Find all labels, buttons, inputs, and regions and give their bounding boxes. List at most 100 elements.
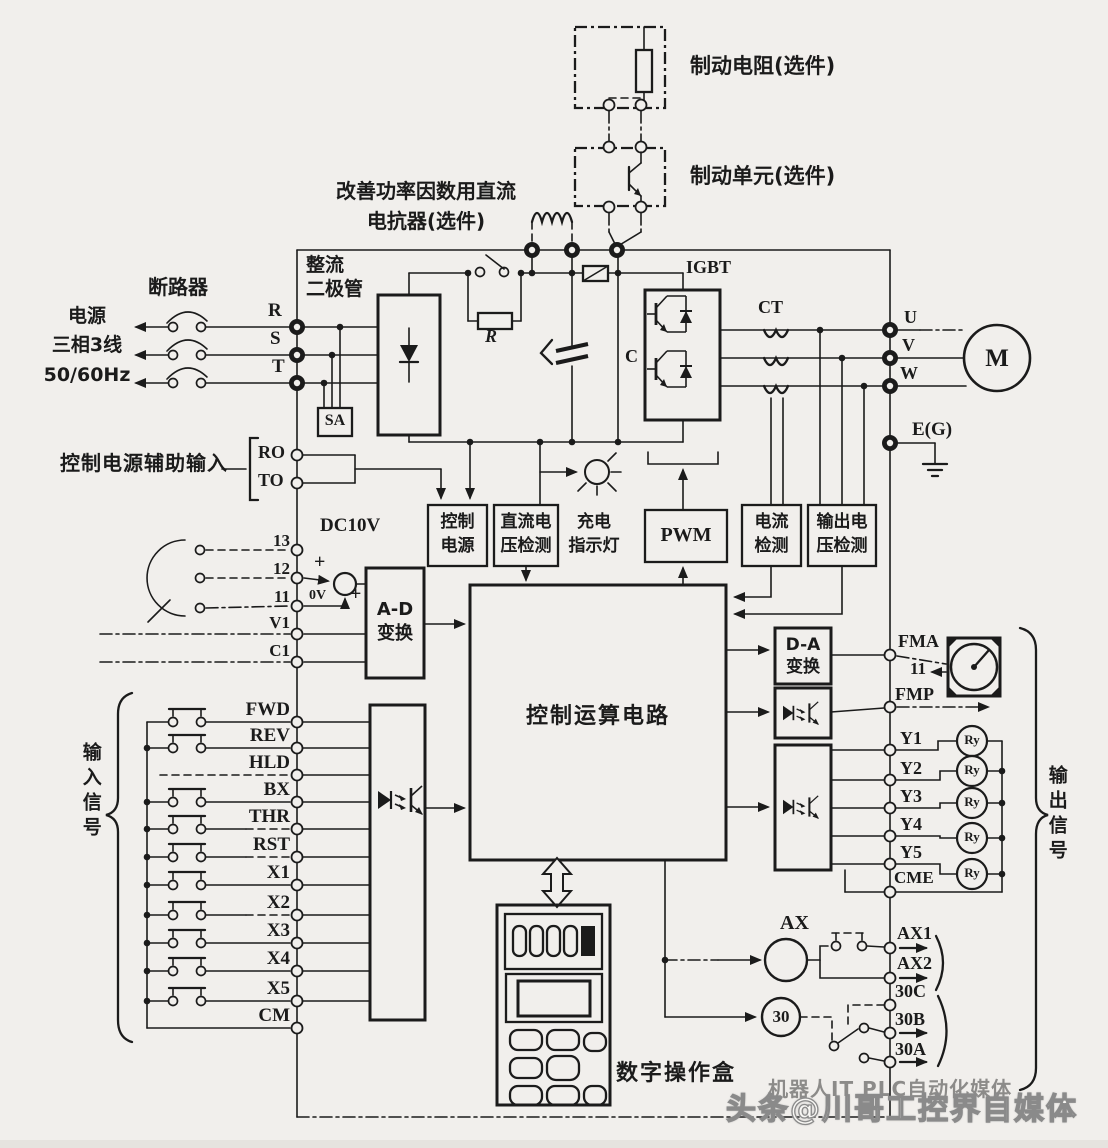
motor — [897, 323, 1032, 393]
label-aux-input: 控制电源辅助输入 — [60, 451, 228, 475]
brake-resistor-option — [573, 25, 667, 142]
lcd-panel — [504, 972, 604, 1024]
block-ctrl-power: 控制 电源 — [440, 512, 475, 556]
output-label-y5: Y5 — [900, 842, 922, 862]
label-plus-top: + — [314, 551, 326, 573]
terminal-label-11: 11 — [273, 587, 290, 606]
display-cursor-block — [581, 926, 595, 956]
label-dc10v: DC10V — [320, 515, 381, 536]
label-dc-reactor: 改善功率因数用直流 电抗器(选件) — [336, 179, 516, 233]
igbt-module — [643, 288, 722, 422]
output-voltage-taps — [816, 326, 868, 506]
input-label-rst: RST — [253, 834, 290, 855]
digital-operator — [495, 856, 612, 1107]
motor-label: M — [985, 345, 1009, 372]
terminal-label-to: TO — [258, 470, 284, 490]
terminal-label-ax2: AX2 — [897, 953, 932, 973]
label-output-signals: 输出信号 — [1045, 765, 1068, 865]
block-control-circuit: 控制运算电路 — [525, 704, 670, 729]
block-ad-convert: A-D 变换 — [376, 599, 414, 645]
output-label-y3: Y3 — [900, 786, 922, 806]
terminal-label-13: 13 — [273, 531, 290, 550]
watermark-back: 机器人IT PLC自动化媒体 — [768, 1077, 1013, 1101]
terminal-label-r: R — [268, 300, 282, 321]
terminal-label-eg: E(G) — [912, 419, 953, 440]
terminal-label-30b: 30B — [895, 1009, 926, 1029]
input-label-hld: HLD — [248, 752, 290, 773]
input-label-x2: X2 — [266, 892, 290, 913]
aux-power-input — [221, 436, 475, 502]
input-label-thr: THR — [248, 806, 290, 827]
dc-negative-bus — [408, 419, 684, 443]
circuit-breaker — [166, 311, 290, 389]
label-power-source: 电源 三相3线 50/60Hz — [43, 305, 131, 386]
watermark-front: 头条@川哥工控界自媒体 — [725, 1091, 1078, 1127]
digital-input-section — [105, 691, 466, 1044]
terminal-label-c1: C1 — [269, 641, 290, 660]
input-signal-brace — [105, 691, 134, 1044]
keypad-buttons — [508, 1028, 608, 1107]
dc-reactor-option — [530, 211, 574, 244]
rectifier-bridge — [304, 272, 442, 443]
terminal-label-w: W — [900, 363, 918, 383]
relay-ry-1: Ry — [964, 732, 980, 747]
label-zero-v: 0V — [309, 588, 327, 603]
block-row — [426, 451, 878, 619]
relay-ry-5: Ry — [964, 865, 980, 880]
seven-seg-digit — [511, 924, 528, 958]
label-brake-resistor: 制动电阻(选件) — [690, 54, 836, 78]
terminal-label-fma: FMA — [898, 631, 939, 651]
output-label-y1: Y1 — [900, 728, 922, 748]
seven-seg-digit — [562, 924, 579, 958]
label-capacitor: C — [625, 346, 638, 366]
power-input — [134, 322, 169, 388]
terminal-label-meter-11: 11 — [910, 659, 927, 678]
terminal-label-ax1: AX1 — [897, 923, 932, 943]
relay-section — [661, 859, 948, 1069]
terminal-label-v: V — [902, 335, 915, 355]
terminal-label-ro: RO — [258, 442, 285, 462]
rst-terminals — [289, 319, 305, 391]
label-plus-mid: + — [350, 583, 362, 605]
output-label-y4: Y4 — [900, 814, 922, 834]
label-igbt: IGBT — [686, 257, 732, 277]
terminal-label-s: S — [270, 328, 281, 349]
da-and-meter — [725, 626, 1002, 698]
label-digital-operator: 数字操作盒 — [616, 1061, 737, 1086]
terminal-label-u: U — [904, 307, 917, 327]
terminal-label-12: 12 — [273, 559, 290, 578]
ground-terminal — [882, 435, 949, 478]
block-current-detect: 电流 检测 — [754, 512, 789, 556]
block-dc-detect: 直流电 压检测 — [500, 512, 552, 556]
label-brake-unit: 制动单元(选件) — [690, 164, 836, 188]
input-label-x4: X4 — [266, 948, 290, 969]
seven-seg-digit — [528, 924, 545, 958]
page-edge-strip — [0, 1140, 1108, 1148]
seven-seg-digit — [545, 924, 562, 958]
analog-input-section — [99, 539, 466, 680]
input-label-fwd: FWD — [245, 699, 290, 720]
ax-group-bracket — [934, 934, 945, 992]
label-ct: CT — [758, 297, 784, 317]
top-terminals — [524, 242, 625, 258]
terminal-label-v1: V1 — [269, 613, 290, 632]
label-sa: SA — [324, 412, 346, 429]
relay-label-ax: AX — [780, 912, 809, 934]
input-label-bx: BX — [263, 779, 290, 800]
label-input-signals: 输入信号 — [79, 742, 102, 842]
input-opto-wires — [302, 721, 371, 1002]
input-label-x1: X1 — [266, 862, 290, 883]
link-double-arrow-icon — [540, 856, 574, 909]
label-breaker: 断路器 — [148, 275, 208, 299]
surge-absorber — [316, 323, 354, 438]
input-label-x3: X3 — [266, 920, 290, 941]
label-rectifier: 整流 二极管 — [306, 254, 364, 300]
relay-ry-4: Ry — [964, 829, 980, 844]
terminal-label-t: T — [272, 356, 285, 377]
terminal-label-fmp: FMP — [895, 684, 934, 704]
dc-link-capacitor — [539, 272, 622, 446]
terminal-label-30a: 30A — [895, 1039, 926, 1059]
charge-indicator-lamp — [536, 438, 622, 506]
uvw-terminals — [882, 322, 898, 394]
